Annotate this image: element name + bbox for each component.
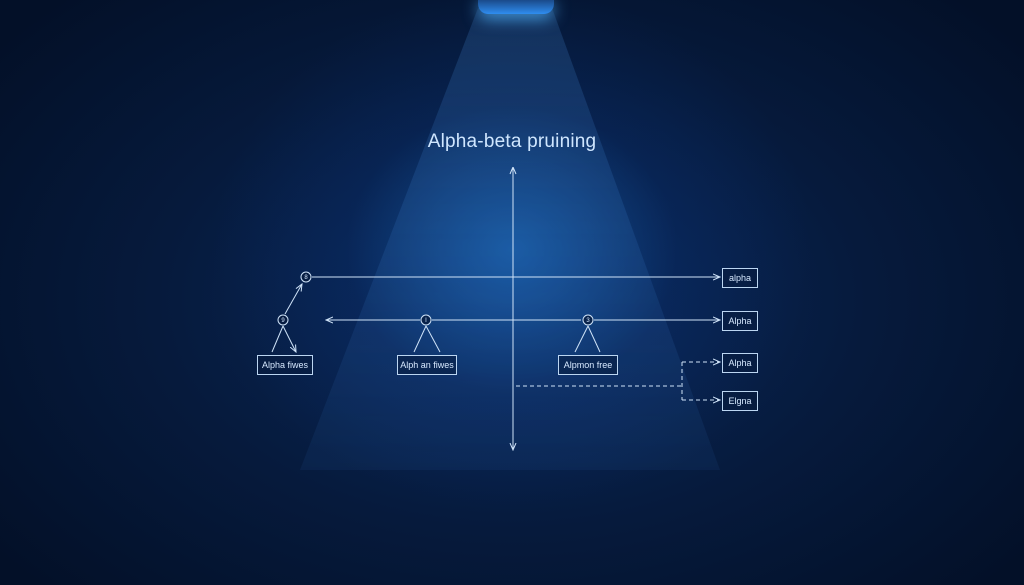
node-left xyxy=(277,314,289,326)
node-left-label: 9 xyxy=(281,318,285,324)
node-right-label: 3 xyxy=(586,318,590,324)
subtree-branch-right xyxy=(574,325,601,353)
right-box-4: Elgna xyxy=(722,391,758,411)
right-box-3: Alpha xyxy=(722,353,758,373)
diagram-title: Alpha-beta pruining xyxy=(427,131,597,152)
subtree-branch-mid xyxy=(413,325,441,353)
node-mid-label: I xyxy=(425,318,427,324)
node-right xyxy=(582,314,594,326)
right-box-2: Alpha xyxy=(722,311,758,331)
spotlight-lamp xyxy=(478,0,554,14)
node-mid xyxy=(420,314,432,326)
right-box-1: alpha xyxy=(722,268,758,288)
subtree-branch-left xyxy=(271,325,296,352)
subtree-box-mid: Alph an fiwes xyxy=(397,355,457,375)
subtree-box-left: Alpha fiwes xyxy=(257,355,313,375)
node-top-label: 8 xyxy=(304,275,308,281)
left-diagonal-arrow xyxy=(284,284,302,315)
subtree-box-right: Alpmon free xyxy=(558,355,618,375)
node-top xyxy=(300,271,312,283)
